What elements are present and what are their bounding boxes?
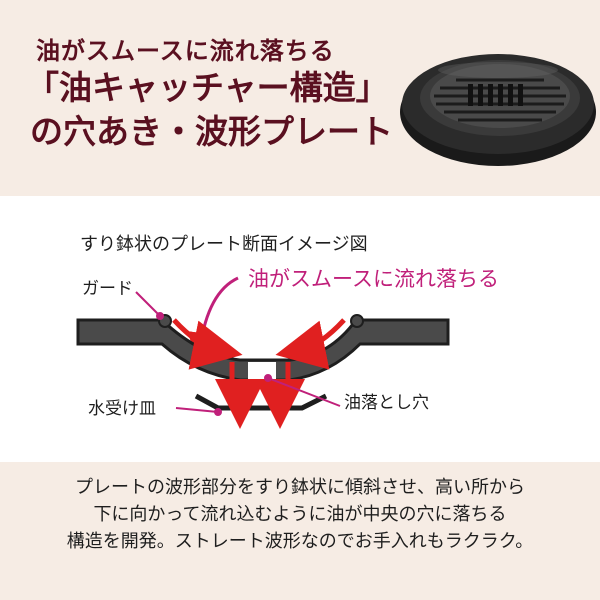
label-guard: ガード [82,279,133,299]
diagram-title: すり鉢状のプレート断面イメージ図 [80,234,368,255]
description: プレートの波形部分をすり鉢状に傾斜させ、高い所から 下に向かって流れ込むように油… [0,474,600,555]
description-line2: 下に向かって流れ込むように油が中央の穴に落ちる [93,504,507,525]
headline-title-line2: の穴あき・波形プレート [30,112,393,151]
oil-flow-arrows [172,318,346,429]
headline-block: 油がスムースに流れ落ちる 「油キャッチャー構造」 の穴あき・波形プレート [26,36,410,154]
cross-section-diagram: すり鉢状のプレート断面イメージ図 油がスムースに流れ落ちる ガード 水受け皿 油… [76,234,499,429]
flow-label: 油がスムースに流れ落ちる [248,267,499,291]
grill-plate-photo [400,54,596,166]
drip-tray [194,393,328,411]
label-tray: 水受け皿 [88,399,156,419]
description-line1: プレートの波形部分をすり鉢状に傾斜させ、高い所から [75,477,525,498]
guard-right [350,314,364,328]
flow-curve-arrow [187,276,239,363]
headline-subtitle: 油がスムースに流れ落ちる [36,36,335,65]
label-hole: 油落とし穴 [344,393,429,413]
headline-title-line1: 「油キャッチャー構造」 [26,68,389,107]
description-line3: 構造を開発。ストレート波形なのでお手入れもラクラク。 [66,531,534,552]
leader-lines [135,291,341,416]
